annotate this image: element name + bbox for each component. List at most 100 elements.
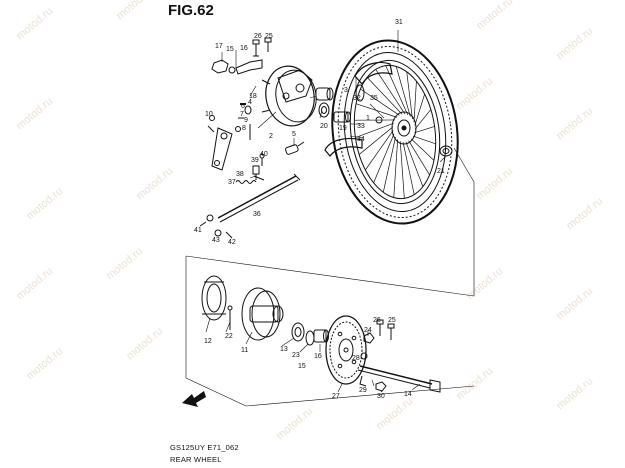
watermark-text: motod.ru <box>124 325 165 362</box>
part-number-label: 25 <box>265 33 273 40</box>
rear-hub-11 <box>241 287 284 341</box>
nut-17 <box>211 59 229 74</box>
part-number-label: 18 <box>249 93 257 100</box>
part-number-label: 35 <box>370 95 378 102</box>
collar-19 <box>333 111 351 123</box>
bushing-23 <box>305 330 315 346</box>
watermark-text: motod.ru <box>374 395 415 432</box>
nut-30 <box>375 381 387 392</box>
rear-tyre <box>331 39 459 225</box>
part-number-label: 14 <box>404 391 412 398</box>
part-number-label: 16 <box>240 45 248 52</box>
part-number-label: 2 <box>269 133 273 140</box>
torque-rod-36 <box>217 173 301 223</box>
pin-42 <box>225 231 233 239</box>
part-number-label: 15 <box>226 46 234 53</box>
part-number-label: 39 <box>251 157 259 164</box>
watermark-text: motod.ru <box>24 185 65 222</box>
part-number-label: 40 <box>260 151 268 158</box>
watermark-text: motod.ru <box>564 195 605 232</box>
seal-35 <box>355 84 365 102</box>
bearing-1 <box>375 116 383 124</box>
part-number-label: 28 <box>352 355 360 362</box>
watermark-text: motod.ru <box>474 165 515 202</box>
brake-panel <box>261 65 317 127</box>
watermark-text: motod.ru <box>554 105 595 142</box>
part-number-label: 32 <box>353 95 361 102</box>
part-number-label: 24 <box>364 327 372 334</box>
cotter-pin-29 <box>359 375 367 387</box>
part-number-label: 30 <box>377 393 385 400</box>
part-number-label: 3 <box>344 87 348 94</box>
part-number-label: 31 <box>395 19 403 26</box>
part-number-label: 4 <box>248 99 252 106</box>
watermark-text: motod.ru <box>454 75 495 112</box>
bushing-20 <box>318 102 330 118</box>
watermark-text: motod.ru <box>104 245 145 282</box>
cotter-pin-38 <box>253 175 265 181</box>
rim-with-spokes <box>349 59 441 205</box>
brake-cam-5 <box>285 141 305 155</box>
leader-lines-upper <box>221 30 475 296</box>
part-number-label: 8 <box>242 125 246 132</box>
bolt-25 <box>264 37 272 52</box>
hub-damper-12 <box>201 275 227 321</box>
tube-upper <box>354 61 393 86</box>
watermark-text: motod.ru <box>14 5 55 42</box>
part-number-label: 29 <box>359 387 367 394</box>
bolt-26 <box>252 39 260 57</box>
spring-37 <box>235 180 257 184</box>
part-number-label: 42 <box>228 239 236 246</box>
part-number-label: 26 <box>254 33 262 40</box>
part-number-label: 9 <box>244 117 248 124</box>
front-direction-arrow-icon <box>182 391 206 407</box>
part-number-label: 15 <box>298 363 306 370</box>
part-number-label: 19 <box>339 125 347 132</box>
part-number-label: 21 <box>437 168 445 175</box>
part-number-label: 23 <box>292 352 300 359</box>
part-number-label: 16 <box>314 353 322 360</box>
part-number-label: 25 <box>388 317 396 324</box>
watermark-text: motod.ru <box>14 95 55 132</box>
part-number-label: 38 <box>236 171 244 178</box>
stud-22 <box>227 305 233 330</box>
watermark-text: motod.ru <box>114 0 155 22</box>
watermark-text: motod.ru <box>274 405 315 442</box>
watermark-text: motod.ru <box>14 265 55 302</box>
brake-arm-assy <box>207 103 252 171</box>
part-number-label: 36 <box>253 211 261 218</box>
sprocket-27 <box>325 315 367 385</box>
nut-24 <box>363 332 375 344</box>
part-number-label: 11 <box>241 347 248 354</box>
rear-axle-14 <box>357 365 441 393</box>
washer-28 <box>360 352 368 360</box>
washer-15 <box>228 66 236 74</box>
watermark-text: motod.ru <box>134 165 175 202</box>
leader-lines-lower <box>205 317 421 393</box>
part-number-label: 12 <box>204 338 212 345</box>
watermark-text: motod.ru <box>554 285 595 322</box>
figure-name: REAR WHEEL <box>170 455 222 464</box>
cam-lever-arm <box>235 59 263 75</box>
bushing-3 <box>315 87 334 101</box>
model-code: GS125UY E71_062 <box>170 443 239 452</box>
watermark-text: motod.ru <box>464 265 505 302</box>
watermark-layer: motod.ru motod.ru motod.ru motod.ru motod.ru… <box>14 0 605 442</box>
part-number-label: 41 <box>194 227 202 234</box>
watermark-text: motod.ru <box>454 365 495 402</box>
part-number-label: 20 <box>320 123 328 130</box>
figure-title: FIG.62 <box>168 2 214 19</box>
part-number-label: 5 <box>292 131 296 138</box>
watermark-text: motod.ru <box>554 375 595 412</box>
watermark-text: motod.ru <box>474 0 515 32</box>
part-number-label: 34 <box>357 136 365 143</box>
part-number-label: 22 <box>225 333 233 340</box>
tube-lower <box>324 137 363 157</box>
nut-43 <box>214 229 222 237</box>
part-number-label: 6 <box>241 103 245 110</box>
bolt-25-lower <box>387 323 395 340</box>
watermark-text: motod.ru <box>554 25 595 62</box>
part-number-label: 10 <box>205 111 213 118</box>
